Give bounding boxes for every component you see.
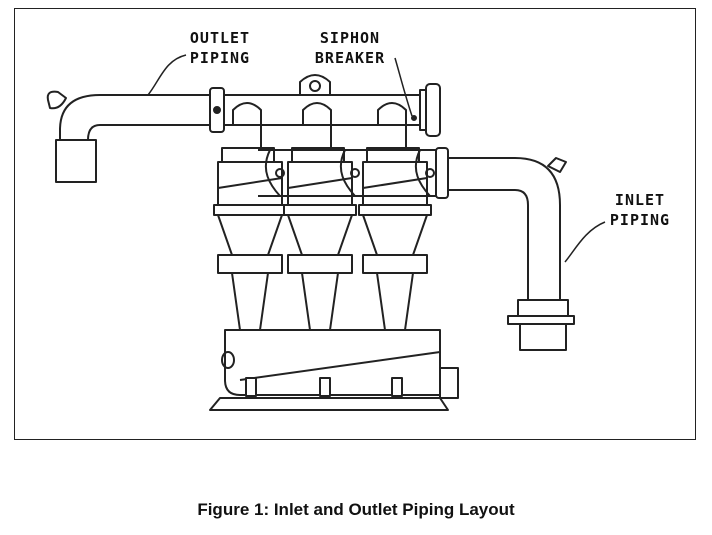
- outlet-label-line-1: OUTLET: [189, 29, 251, 47]
- siphon-label-line-1: SIPHON: [319, 29, 381, 47]
- cyclone-unit-3: [358, 102, 432, 331]
- outlet-header-pipe: [46, 90, 420, 183]
- outlet-leader-line: [147, 54, 187, 96]
- siphon-leader-line: [394, 57, 413, 117]
- siphon-breaker: [411, 83, 441, 137]
- cyclone-unit-1: [213, 102, 287, 331]
- underflow-trough: [209, 329, 459, 411]
- inlet-label-line-2: PIPING: [609, 211, 671, 229]
- siphon-label-line-2: BREAKER: [314, 49, 386, 67]
- inlet-piping-label: INLET PIPING: [600, 190, 680, 230]
- inlet-label-line-1: INLET: [614, 191, 666, 209]
- cyclone-unit-2: [283, 102, 357, 331]
- piping-layout-diagram: [46, 54, 606, 411]
- inlet-pipe: [448, 157, 575, 351]
- outlet-label-line-2: PIPING: [189, 49, 251, 67]
- outlet-pipe-clamp: [209, 87, 225, 133]
- inlet-leader-line: [564, 221, 606, 263]
- inlet-manifold: [258, 147, 449, 199]
- figure-frame: [14, 8, 696, 440]
- figure-caption: Figure 1: Inlet and Outlet Piping Layout: [197, 500, 515, 519]
- outlet-piping-label: OUTLET PIPING: [180, 28, 260, 68]
- siphon-breaker-label: SIPHON BREAKER: [300, 28, 400, 68]
- lifting-eye-top: [299, 74, 331, 96]
